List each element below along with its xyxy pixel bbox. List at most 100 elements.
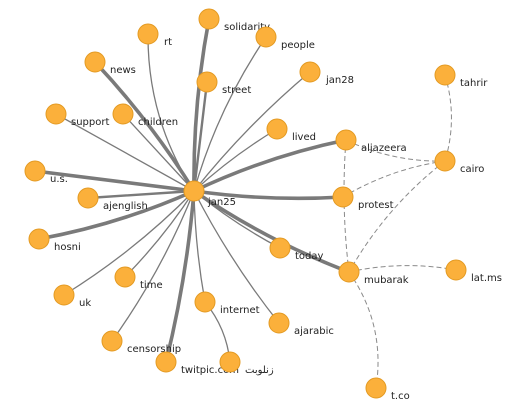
node-street[interactable]: street bbox=[196, 71, 251, 96]
edge-jan25-jan28 bbox=[193, 71, 311, 192]
node-label: mubarak bbox=[364, 275, 409, 286]
edge-jan25-ajarabic bbox=[193, 190, 280, 324]
node-label: twitpic.com bbox=[181, 365, 239, 376]
node-circle[interactable] bbox=[445, 259, 467, 281]
node-circle[interactable] bbox=[338, 261, 360, 283]
edge-jan25-solidarity bbox=[192, 17, 211, 193]
node-circle[interactable] bbox=[183, 180, 205, 202]
node-circle[interactable] bbox=[137, 23, 159, 45]
edge-jan25-people bbox=[193, 36, 267, 192]
node-jan25[interactable]: jan25 bbox=[183, 180, 236, 208]
node-circle[interactable] bbox=[268, 312, 290, 334]
edge-jan25-time bbox=[124, 190, 195, 278]
node-label: tahrir bbox=[460, 78, 488, 89]
node-circle[interactable] bbox=[198, 8, 220, 30]
node-circle[interactable] bbox=[434, 64, 456, 86]
node-twitpic[interactable]: twitpic.com bbox=[155, 351, 239, 376]
node-label: uk bbox=[79, 298, 91, 309]
edge-jan25-twitpic bbox=[164, 189, 196, 364]
edge-jan25-hosni bbox=[37, 189, 196, 241]
node-circle[interactable] bbox=[269, 237, 291, 259]
node-rt[interactable]: rt bbox=[137, 23, 172, 48]
node-protest[interactable]: protest bbox=[332, 186, 394, 211]
node-circle[interactable] bbox=[45, 103, 67, 125]
node-label: rt bbox=[164, 37, 172, 48]
node-label: aljazeera bbox=[361, 143, 407, 154]
node-label: cairo bbox=[460, 164, 484, 175]
node-circle[interactable] bbox=[24, 160, 46, 182]
node-us[interactable]: u.s. bbox=[24, 160, 68, 185]
node-circle[interactable] bbox=[53, 284, 75, 306]
node-circle[interactable] bbox=[112, 103, 134, 125]
node-label: internet bbox=[220, 305, 260, 316]
node-label: street bbox=[222, 85, 251, 96]
node-tco[interactable]: t.co bbox=[365, 377, 410, 402]
node-today[interactable]: today bbox=[269, 237, 324, 262]
node-circle[interactable] bbox=[194, 291, 216, 313]
edge-jan25-ajenglish bbox=[86, 189, 196, 200]
node-circle[interactable] bbox=[266, 118, 288, 140]
edge-cairo-protest bbox=[342, 160, 446, 198]
node-label: people bbox=[281, 40, 315, 51]
node-hosni[interactable]: hosni bbox=[28, 228, 81, 253]
node-label: زنلوبت bbox=[245, 365, 274, 376]
node-label: ajarabic bbox=[294, 326, 334, 337]
node-mubarak[interactable]: mubarak bbox=[338, 261, 409, 286]
node-tahrir[interactable]: tahrir bbox=[434, 64, 488, 89]
node-solidarity[interactable]: solidarity bbox=[198, 8, 270, 33]
node-label: protest bbox=[358, 200, 394, 211]
node-circle[interactable] bbox=[219, 351, 241, 373]
node-arabic[interactable]: زنلوبت bbox=[219, 351, 274, 376]
node-label: lat.ms bbox=[471, 273, 502, 284]
edge-jan25-support bbox=[55, 113, 195, 192]
node-circle[interactable] bbox=[332, 186, 354, 208]
node-label: u.s. bbox=[50, 174, 68, 185]
node-jan28[interactable]: jan28 bbox=[299, 61, 354, 86]
node-circle[interactable] bbox=[335, 129, 357, 151]
nodes-layer: jan25 rt solidarity people news street jan28 su… bbox=[24, 8, 502, 402]
node-circle[interactable] bbox=[365, 377, 387, 399]
node-censorship[interactable]: censorship bbox=[101, 330, 181, 355]
node-circle[interactable] bbox=[299, 61, 321, 83]
edge-jan25-news bbox=[93, 60, 196, 193]
node-circle[interactable] bbox=[155, 351, 177, 373]
edge-mubarak-latms bbox=[348, 265, 457, 273]
edge-jan25-us bbox=[33, 169, 196, 193]
node-label: hosni bbox=[54, 242, 81, 253]
node-internet[interactable]: internet bbox=[194, 291, 260, 316]
node-lived[interactable]: lived bbox=[266, 118, 316, 143]
node-children[interactable]: children bbox=[112, 103, 178, 128]
node-circle[interactable] bbox=[101, 330, 123, 352]
node-time[interactable]: time bbox=[114, 266, 163, 291]
node-ajarabic[interactable]: ajarabic bbox=[268, 312, 334, 337]
edge-tahrir-cairo bbox=[444, 74, 452, 162]
edge-jan25-aljazeera bbox=[192, 138, 348, 193]
node-label: lived bbox=[292, 132, 316, 143]
edge-jan25-children bbox=[122, 113, 195, 192]
node-circle[interactable] bbox=[77, 187, 99, 209]
node-uk[interactable]: uk bbox=[53, 284, 91, 309]
node-circle[interactable] bbox=[114, 266, 136, 288]
node-label: news bbox=[110, 65, 136, 76]
edge-jan25-rt bbox=[147, 33, 195, 192]
node-ajenglish[interactable]: ajenglish bbox=[77, 187, 148, 212]
node-label: support bbox=[71, 117, 109, 128]
node-people[interactable]: people bbox=[255, 26, 315, 51]
node-cairo[interactable]: cairo bbox=[434, 150, 484, 175]
edge-jan25-uk bbox=[63, 190, 195, 296]
node-news[interactable]: news bbox=[84, 51, 136, 76]
edge-mubarak-tco bbox=[348, 271, 379, 389]
node-circle[interactable] bbox=[196, 71, 218, 93]
edge-cairo-aljazeera bbox=[345, 139, 446, 162]
node-aljazeera[interactable]: aljazeera bbox=[335, 129, 407, 154]
edge-jan25-protest bbox=[192, 189, 345, 201]
node-circle[interactable] bbox=[434, 150, 456, 172]
node-circle[interactable] bbox=[84, 51, 106, 73]
node-circle[interactable] bbox=[255, 26, 277, 48]
edge-jan25-mubarak bbox=[192, 189, 351, 274]
node-label: solidarity bbox=[224, 22, 270, 33]
node-latms[interactable]: lat.ms bbox=[445, 259, 502, 284]
node-support[interactable]: support bbox=[45, 103, 109, 128]
node-circle[interactable] bbox=[28, 228, 50, 250]
